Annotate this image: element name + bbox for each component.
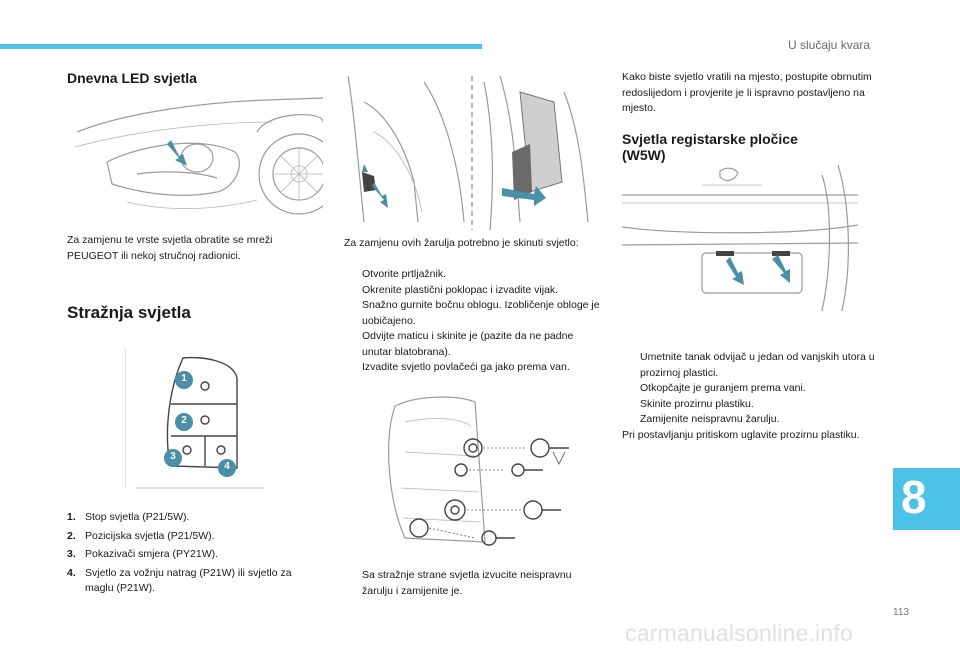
bulb-removal-illustration <box>388 396 569 546</box>
chapter-number: 8 <box>901 471 927 523</box>
plate-steps: Umetnite tanak odvijač u jedan od vanjsk… <box>622 350 880 428</box>
list-item: 2. Pozicijska svjetla (P21/5W). <box>67 529 322 545</box>
list-item: 1. Stop svjetla (P21/5W). <box>67 510 322 526</box>
list-item-text: Zamijenite neispravnu žarulju. <box>640 413 780 425</box>
led-light-illustration <box>74 97 323 215</box>
middle-intro: Za zamjenu ovih žarulja potrebno je skin… <box>344 237 579 249</box>
list-item-text: Skinite prozirnu plastiku. <box>640 397 754 410</box>
list-item: 4. Svjetlo za vožnju natrag (P21W) ili sv… <box>67 566 322 597</box>
list-item-text: Pokazivači smjera (PY21W). <box>85 548 219 560</box>
led-text: Za zamjenu te vrste svjetla obratite se … <box>67 234 273 262</box>
heading-plate-lights: Svjetla registarske pločice (W5W) <box>622 131 798 163</box>
plate-closing: Pri postavljanju pritiskom uglavite proz… <box>622 429 860 441</box>
list-item: Okrenite plastični poklopac i izvadite v… <box>344 283 602 299</box>
boot-trim-illustration <box>347 75 589 230</box>
list-item-text: Izvadite svjetlo povlačeći ga jako prema… <box>362 361 570 373</box>
section-title: U slučaju kvara <box>788 38 871 52</box>
list-item-text: Sa stražnje strane svjetla izvucite neis… <box>362 569 572 597</box>
list-item: Sa stražnje strane svjetla izvucite neis… <box>344 568 594 599</box>
callout-1: 1 <box>181 373 187 384</box>
callout-3: 3 <box>170 451 176 462</box>
list-item: Otvorite prtljažnik. <box>344 267 602 283</box>
list-item: Otkopčajte je guranjem prema vani. <box>622 381 880 397</box>
list-item-text: Okrenite plastični poklopac i izvadite v… <box>362 283 559 296</box>
heading-led-lights: Dnevna LED svjetla <box>67 70 197 86</box>
middle-steps: Otvorite prtljažnik. Okrenite plastični … <box>344 267 602 376</box>
list-item-text: Umetnite tanak odvijač u jedan od vanjsk… <box>640 351 875 379</box>
accent-bar <box>0 44 482 49</box>
list-item: Odvijte maticu i skinite je (pazite da n… <box>344 329 602 360</box>
list-item: Skinite prozirnu plastiku. <box>622 397 880 413</box>
callout-4: 4 <box>224 461 230 472</box>
list-item-number: 4. <box>67 566 76 579</box>
list-item-text: Otkopčajte je guranjem prema vani. <box>640 382 806 394</box>
right-intro: Kako biste svjetlo vratili na mjesto, po… <box>622 71 872 114</box>
list-item-text: Stop svjetla (P21/5W). <box>85 511 190 523</box>
list-item: 3. Pokazivači smjera (PY21W). <box>67 547 322 563</box>
list-item-text: Otvorite prtljažnik. <box>362 268 447 280</box>
list-item: Umetnite tanak odvijač u jedan od vanjsk… <box>622 350 880 381</box>
middle-bottom-step: Sa stražnje strane svjetla izvucite neis… <box>344 568 594 599</box>
list-item-text: Pozicijska svjetla (P21/5W). <box>85 529 215 542</box>
list-item-text: Snažno gurnite bočnu oblogu. Izobličenje… <box>362 299 600 327</box>
list-item: Izvadite svjetlo povlačeći ga jako prema… <box>344 360 602 376</box>
list-item-text: Odvijte maticu i skinite je (pazite da n… <box>362 330 574 358</box>
list-item-text: Svjetlo za vožnju natrag (P21W) ili svje… <box>85 566 292 595</box>
list-item-number: 3. <box>67 548 76 560</box>
rear-light-illustration <box>125 348 265 489</box>
list-item-number: 1. <box>67 511 76 523</box>
list-item: Snažno gurnite bočnu oblogu. Izobličenje… <box>344 298 602 329</box>
heading-rear-lights: Stražnja svjetla <box>67 303 191 322</box>
rear-bulb-list: 1. Stop svjetla (P21/5W). 2. Pozicijska sv… <box>67 510 322 597</box>
list-item: Zamijenite neispravnu žarulju. <box>622 412 880 428</box>
plate-light-illustration <box>622 165 858 311</box>
page-number: 113 <box>893 607 909 618</box>
list-item-number: 2. <box>67 529 76 542</box>
watermark-text: carmanualsonline.info <box>625 620 853 646</box>
callout-2: 2 <box>181 415 187 426</box>
chapter-tab: 8 <box>893 468 960 530</box>
